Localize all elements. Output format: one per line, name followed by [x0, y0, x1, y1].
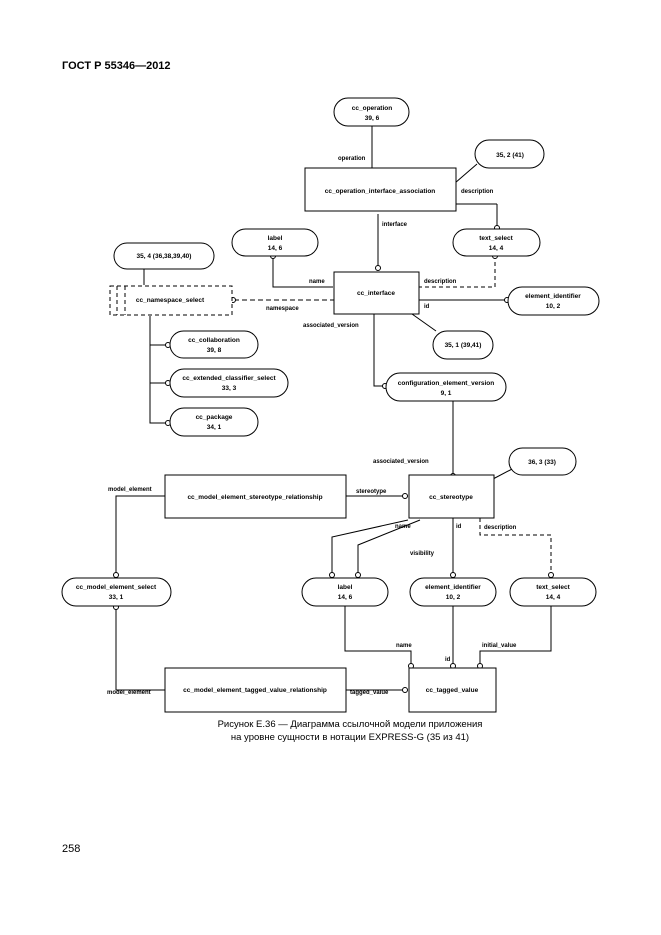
- entity-cc-model-element-stereotype-relationship: [164, 474, 347, 519]
- cc-model-element-stereotype-relationship-name: cc_model_element_stereotype_relationship: [187, 494, 322, 501]
- line-ref-36-3: [492, 467, 515, 480]
- entity-cc-extended-classifier-select: [169, 368, 289, 398]
- entity-text-select-top: [452, 228, 541, 257]
- attr-name-st: name: [395, 524, 411, 530]
- ref-35-2-text: 35, 2 (41): [496, 152, 524, 159]
- cc-operation-name: cc_operation: [352, 105, 392, 112]
- entity-label-top: [231, 228, 319, 257]
- line-visibility: [357, 519, 421, 575]
- entity-cc-package: [169, 407, 259, 437]
- entity-cc-model-element-tagged-value-relationship: [164, 667, 347, 713]
- cc-namespace-select-name: cc_namespace_select: [136, 297, 205, 304]
- ref-35-4-text: 35, 4 (36,38,39,40): [137, 253, 192, 260]
- attr-id-st: id: [456, 524, 462, 530]
- entity-cc-operation-interface-association: [304, 167, 457, 212]
- entity-element-identifier-bottom: [409, 577, 497, 607]
- line-model-element-bottom: [115, 608, 165, 691]
- line-associated-version-if: [373, 314, 385, 387]
- cc-package-ref: 34, 1: [207, 424, 222, 431]
- element-identifier-bottom-name: element_identifier: [425, 584, 481, 591]
- line-namespace-options: [149, 316, 168, 424]
- attr-namespace: namespace: [266, 306, 299, 312]
- element-identifier-bottom-ref: 10, 2: [446, 594, 461, 601]
- page-ref-35-4: [113, 242, 215, 270]
- attr-model-element-top: model_element: [108, 487, 152, 493]
- attr-initial-value: initial_value: [482, 643, 517, 649]
- figure-caption: Рисунок Е.36 — Диаграмма ссылочной модел…: [150, 718, 550, 744]
- entity-cc-operation: [333, 97, 410, 127]
- cc-operation-interface-association-name: cc_operation_interface_association: [325, 188, 436, 195]
- entity-label-bottom: [301, 577, 389, 607]
- attr-description-if: description: [424, 279, 457, 285]
- attr-model-element-bottom: model_element: [107, 690, 151, 696]
- text-select-top-ref: 14, 4: [489, 245, 504, 252]
- page-ref-35-1-39-41: [432, 330, 494, 360]
- attr-description-st: description: [484, 525, 517, 531]
- configuration-element-version-name: configuration_element_version: [398, 380, 494, 387]
- cc-stereotype-name: cc_stereotype: [429, 494, 473, 501]
- attr-name-if: name: [309, 279, 325, 285]
- line-name-st: [331, 519, 409, 575]
- entity-cc-model-element-select: [61, 577, 172, 607]
- caption-line-2: на уровне сущности в нотации EXPRESS-G (…: [230, 732, 470, 743]
- label-top-ref: 14, 6: [268, 245, 283, 252]
- line-initial-value: [479, 605, 552, 666]
- attr-id-tv: id: [445, 657, 451, 663]
- caption-line-1: Рисунок Е.36 — Диаграмма ссылочной модел…: [217, 719, 483, 730]
- attr-associated-version-if: associated_version: [303, 323, 359, 329]
- element-identifier-top-name: element_identifier: [525, 293, 581, 300]
- line-description-st: [479, 518, 552, 575]
- cc-collaboration-ref: 39, 8: [207, 347, 222, 354]
- page-ref-36-3-33: [508, 447, 577, 476]
- attr-tagged-value: tagged_value: [350, 690, 389, 696]
- cc-model-element-select-name: cc_model_element_select: [76, 584, 157, 591]
- entity-cc-collaboration: [169, 330, 259, 359]
- attr-stereotype: stereotype: [356, 489, 387, 495]
- page-number: 258: [62, 843, 81, 855]
- entity-element-identifier-top: [507, 286, 600, 316]
- cc-model-element-select-ref: 33, 1: [109, 594, 124, 601]
- attr-description-top: description: [461, 189, 494, 195]
- cc-tagged-value-name: cc_tagged_value: [426, 687, 479, 694]
- line-name-if: [272, 255, 333, 288]
- attr-id-if: id: [424, 304, 430, 310]
- cc-package-name: cc_package: [196, 414, 233, 421]
- cc-operation-ref: 39, 6: [365, 115, 380, 122]
- attr-name-tv: name: [396, 643, 412, 649]
- entity-configuration-element-version: [385, 372, 507, 402]
- attr-operation: operation: [338, 156, 366, 162]
- ref-35-1-text: 35, 1 (39,41): [445, 342, 482, 349]
- label-bottom-ref: 14, 6: [338, 594, 353, 601]
- entity-cc-interface: [333, 271, 420, 315]
- document-header: ГОСТ Р 55346—2012: [62, 60, 171, 72]
- cc-extended-classifier-select-name: cc_extended_classifier_select: [182, 375, 276, 382]
- attr-interface: interface: [382, 222, 408, 228]
- cc-extended-classifier-select-ref: 33, 3: [222, 385, 237, 392]
- label-bottom-name: label: [338, 584, 353, 591]
- entity-cc-tagged-value: [408, 667, 497, 713]
- line-description-if: [418, 255, 496, 288]
- configuration-element-version-ref: 9, 1: [441, 390, 452, 397]
- line-name-tv: [344, 605, 412, 668]
- cc-model-element-tagged-value-relationship-name: cc_model_element_tagged_value_relationsh…: [183, 687, 327, 694]
- line-ref-35-2: [454, 163, 478, 184]
- element-identifier-top-ref: 10, 2: [546, 303, 561, 310]
- page-ref-35-2-41: [474, 139, 545, 169]
- label-top-name: label: [268, 235, 283, 242]
- text-select-bottom-name: text_select: [536, 584, 570, 591]
- entity-cc-namespace-select: [109, 285, 233, 316]
- line-model-element-top: [115, 495, 165, 575]
- entity-text-select-bottom: [509, 577, 597, 607]
- cc-collaboration-name: cc_collaboration: [188, 337, 240, 344]
- line-ref-35-1: [411, 313, 437, 332]
- text-select-bottom-ref: 14, 4: [546, 594, 561, 601]
- entity-cc-stereotype: [408, 474, 495, 519]
- text-select-top-name: text_select: [479, 235, 513, 242]
- attr-visibility: visibility: [410, 551, 435, 557]
- ref-36-3-text: 36, 3 (33): [528, 459, 556, 466]
- attr-associated-version-st: associated_version: [373, 459, 429, 465]
- cc-interface-name: cc_interface: [357, 290, 395, 297]
